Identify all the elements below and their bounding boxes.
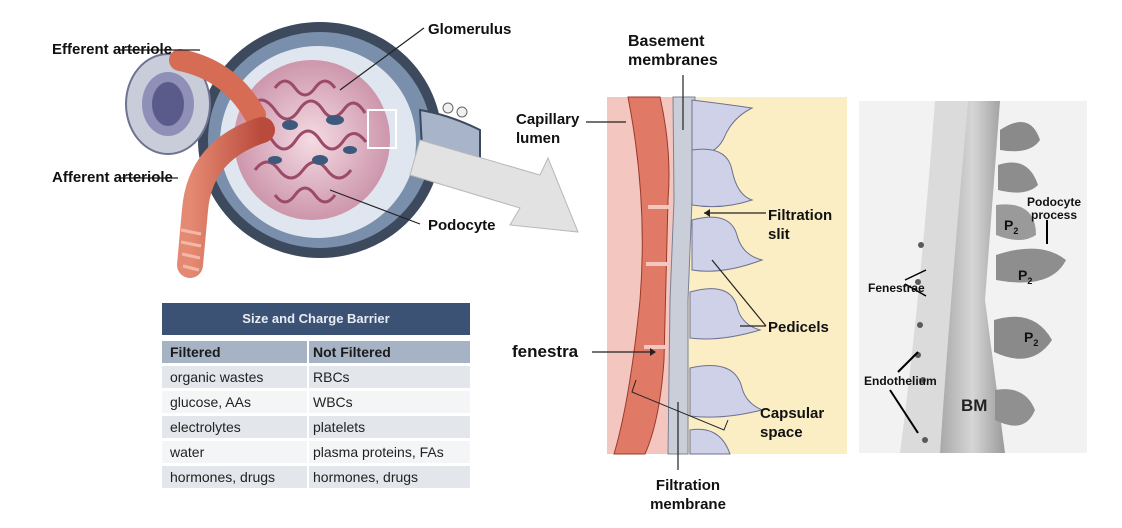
table-row: electrolytes platelets	[162, 416, 470, 438]
zoom-box	[367, 109, 397, 149]
table-title: Size and Charge Barrier	[162, 303, 470, 335]
filtration-slit-label: Filtration slit	[768, 207, 833, 243]
table-cell: glucose, AAs	[170, 394, 251, 410]
capillary-lumen-label: Capillary lumen	[516, 111, 580, 147]
tubule	[125, 53, 211, 155]
zoom-arrow	[409, 139, 579, 233]
table-cell: water	[170, 444, 205, 460]
table-row: glucose, AAs WBCs	[162, 391, 470, 413]
table-cell: platelets	[313, 419, 366, 435]
p2-label-2: P2	[1018, 267, 1033, 286]
table-row: organic wastes RBCs	[162, 366, 470, 388]
podocyte-label: Podocyte	[428, 217, 496, 234]
capsular-space-label: Capsular space	[760, 405, 825, 441]
table-cell: WBCs	[313, 394, 353, 410]
table-row: hormones, drugs hormones, drugs	[162, 466, 470, 488]
table-cell: RBCs	[313, 369, 350, 385]
electron-micrograph	[859, 101, 1087, 453]
arterioles	[169, 49, 275, 278]
table-header-not-filtered: Not Filtered	[313, 344, 391, 360]
table-header-row: Filtered Not Filtered	[162, 341, 470, 363]
table-column-divider	[307, 341, 309, 491]
fenestra-label: fenestra	[512, 342, 579, 361]
endothelium-label: Endothelium	[864, 374, 937, 388]
table-header-filtered: Filtered	[170, 344, 221, 360]
bm-label: BM	[961, 396, 988, 415]
pedicels-label: Pedicels	[768, 319, 829, 336]
filtration-membrane-label: Filtration membrane	[650, 477, 726, 513]
p2-label-1: P2	[1004, 217, 1019, 236]
filtration-diagram	[607, 96, 847, 455]
basement-membranes-label: Basement membranes	[628, 33, 718, 69]
afferent-arteriole-label: Afferent arteriole	[52, 169, 173, 186]
p2-label-3: P2	[1024, 329, 1039, 348]
table-cell: electrolytes	[170, 419, 241, 435]
podocyte-process-label: Podocyte process	[1026, 195, 1081, 222]
table-cell: organic wastes	[170, 369, 264, 385]
table-row: water plasma proteins, FAs	[162, 441, 470, 463]
table-cell: hormones, drugs	[313, 469, 419, 485]
table-cell: plasma proteins, FAs	[313, 444, 444, 460]
glomerulus-tuft	[234, 60, 390, 220]
glomerulus-label: Glomerulus	[428, 21, 512, 38]
leader-lines-left	[120, 27, 425, 225]
table-cell: hormones, drugs	[170, 469, 276, 485]
fenestrae-label: Fenestrae	[868, 281, 925, 295]
leader-lines-middle	[586, 75, 767, 470]
efferent-arteriole-label: Efferent arteriole	[52, 41, 173, 58]
